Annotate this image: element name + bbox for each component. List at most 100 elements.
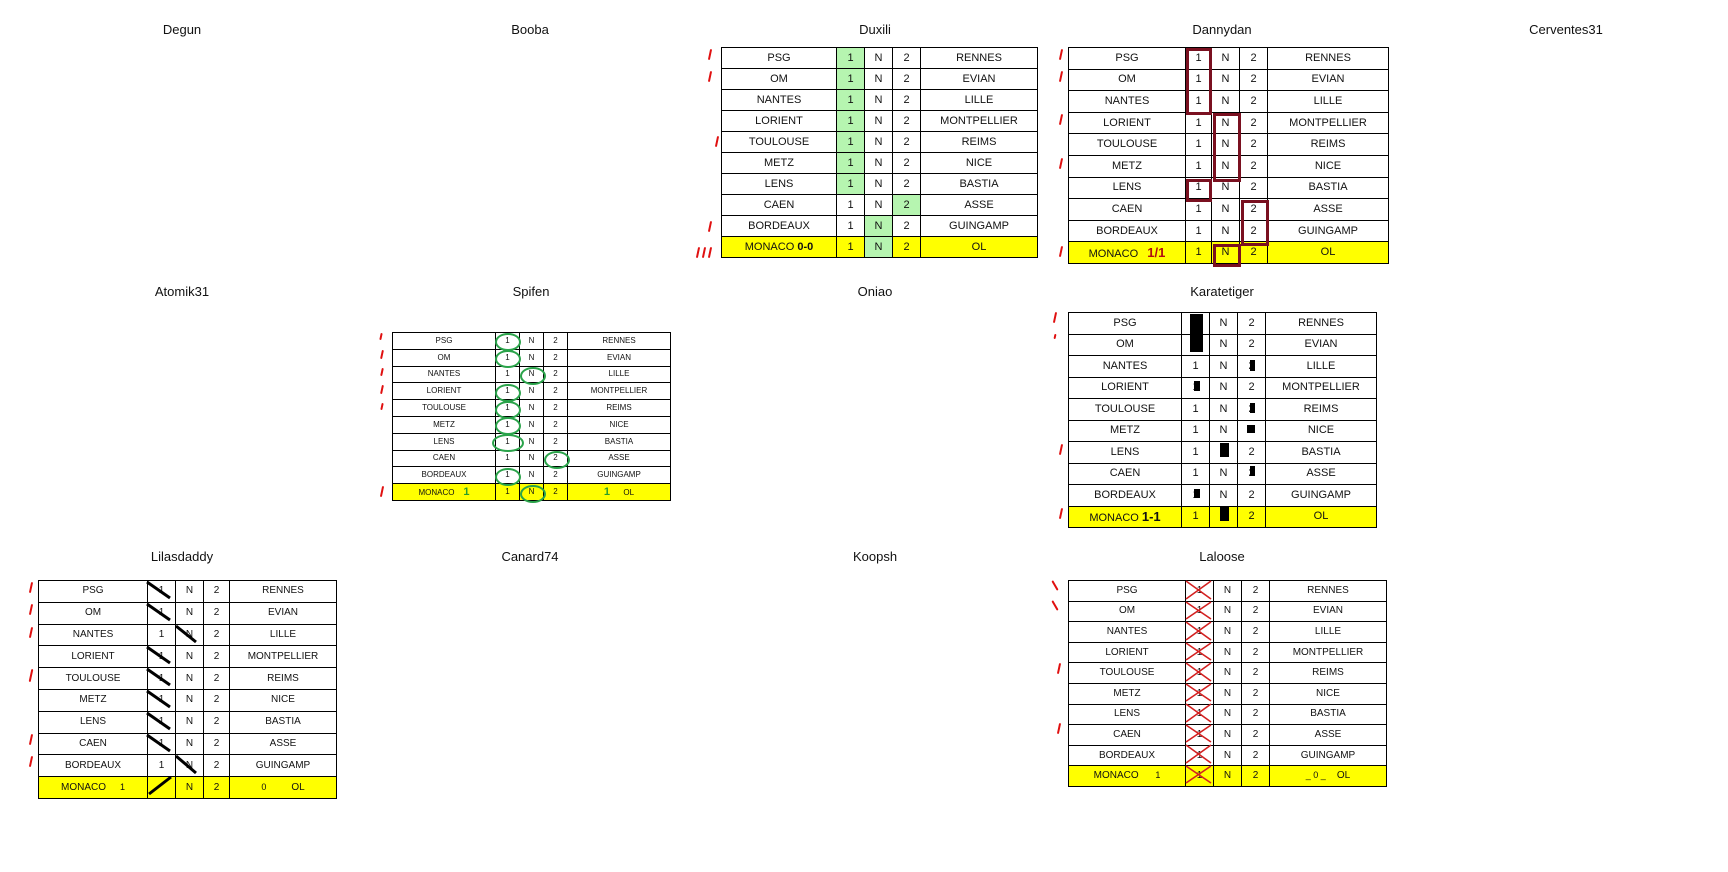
option-n: N [1211, 133, 1240, 156]
home-team: BORDEAUX [721, 215, 837, 237]
away-team: RENNES [1269, 580, 1387, 602]
option-n: N [519, 332, 544, 350]
option-2: 2 [1237, 333, 1266, 356]
player-name-cervantes31: Cerventes31 [1529, 22, 1603, 37]
away-team: NICE [567, 415, 671, 434]
tally-mark [1056, 722, 1062, 735]
away-team: LILLE [1265, 355, 1377, 378]
home-team: METZ [1068, 682, 1186, 705]
home-team: BORDEAUX [1068, 744, 1186, 767]
away-team: EVIAN [1269, 600, 1387, 623]
option-1: 1 [1181, 376, 1210, 399]
option-1: 1 [147, 688, 176, 712]
option-1: 1 [1185, 580, 1214, 602]
option-n: N [1211, 241, 1240, 264]
option-2: 2 [203, 580, 230, 603]
away-team-name: OL [291, 781, 305, 793]
option-2: 2 [1241, 600, 1270, 623]
home-team-name: MONACO [1088, 247, 1139, 260]
away-team: ASSE [1265, 462, 1377, 485]
option-2: 2 [1241, 703, 1270, 726]
option-n: N [864, 68, 893, 90]
option-2: 2 [543, 466, 568, 485]
option-n: N [1209, 484, 1238, 507]
tally-mark [1058, 70, 1064, 83]
home-team: LORIENT [392, 382, 496, 401]
option-1: 1 [495, 432, 520, 451]
option-n: N [1213, 600, 1242, 623]
tally-mark [1051, 600, 1059, 611]
option-2: 2 [1239, 68, 1268, 92]
option-2: 2 [892, 47, 921, 69]
away-team: REIMS [1267, 133, 1389, 156]
option-1: 1 [1185, 744, 1214, 767]
option-n: N [1209, 312, 1238, 335]
option-1: 1 [1185, 724, 1214, 746]
option-1: 1 [147, 732, 176, 756]
tally-mark [707, 70, 713, 83]
option-1: 1 [495, 348, 520, 367]
option-1: 1 [1181, 419, 1210, 442]
player-name-lilasdaddy: Lilasdaddy [150, 549, 214, 564]
option-n: N [175, 732, 204, 756]
option-2: 2 [892, 236, 921, 258]
player-name-dannydan: Dannydan [1192, 22, 1252, 37]
home-team: PSG [1068, 312, 1182, 335]
option-1: 1 [495, 415, 520, 434]
option-2: 2 [543, 449, 568, 468]
player-name-duxili: Duxili [859, 22, 891, 37]
option-2: 2 [203, 776, 230, 799]
option-1 [147, 776, 176, 799]
option-1: 1 [1185, 241, 1212, 264]
home-team: METZ [721, 152, 837, 174]
tally-mark [380, 384, 384, 395]
tally-mark [695, 246, 701, 259]
away-team: ASSE [1269, 724, 1387, 746]
option-2: 2 [892, 194, 921, 216]
option-n: N [1213, 621, 1242, 643]
option-n: N [175, 667, 204, 690]
away-team: LILLE [567, 365, 671, 384]
home-team: LORIENT [38, 645, 148, 669]
option-2: 2 [203, 645, 230, 669]
away-team: RENNES [229, 580, 337, 603]
option-n: N [175, 710, 204, 734]
option-2: 2 [543, 399, 568, 417]
option-1: 1 [1181, 333, 1210, 356]
home-team: NANTES [38, 623, 148, 647]
option-n: N [1209, 505, 1238, 528]
option-1: 1 [1185, 662, 1214, 684]
home-team: CAEN [721, 194, 837, 216]
home-team: MONACO 1 [38, 776, 148, 799]
option-n: N [1213, 744, 1242, 767]
option-1: 1 [147, 601, 176, 625]
option-n: N [519, 432, 544, 451]
away-team: GUINGAMP [1269, 744, 1387, 767]
home-team: TOULOUSE [392, 399, 496, 417]
home-team: OM [392, 348, 496, 367]
option-n: N [1213, 724, 1242, 746]
option-n: N [864, 47, 893, 69]
option-1: 1 [1185, 198, 1212, 221]
option-n: N [864, 215, 893, 237]
player-name-degun: Degun [162, 22, 202, 37]
home-team: PSG [1068, 580, 1186, 602]
tally-mark [707, 246, 713, 259]
option-1: 1 [495, 483, 520, 501]
option-n: N [1211, 47, 1240, 70]
option-1: 1 [836, 215, 865, 237]
player-name-canard74: Canard74 [501, 549, 559, 564]
option-n: N [864, 194, 893, 216]
away-team: RENNES [1267, 47, 1389, 70]
option-n: N [175, 645, 204, 669]
tally-mark [380, 402, 384, 411]
option-1: 1 [1185, 703, 1214, 726]
option-1: 1 [147, 667, 176, 690]
away-team: NICE [1265, 419, 1377, 442]
away-team: MONTPELLIER [920, 110, 1038, 132]
option-2: 2 [543, 432, 568, 451]
player-name-koopsh: Koopsh [852, 549, 898, 564]
tally-mark [1058, 245, 1064, 258]
option-1: 1 [1185, 154, 1212, 178]
player-name-oniao: Oniao [857, 284, 893, 299]
